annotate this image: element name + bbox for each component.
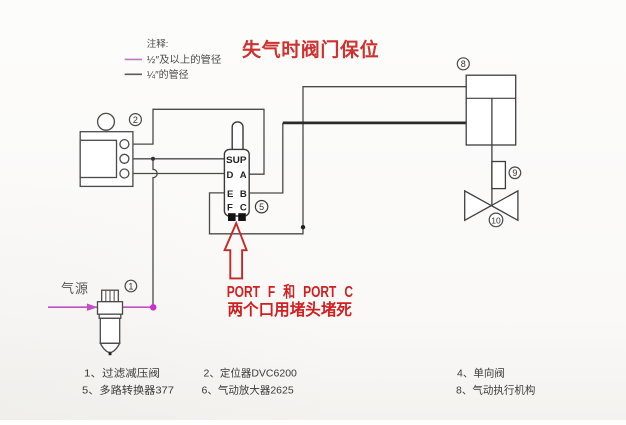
svg-text:6、气动放大器2625: 6、气动放大器2625 xyxy=(202,383,294,396)
svg-text:¼″的管径: ¼″的管径 xyxy=(147,68,189,81)
svg-text:两个口用堵头堵死: 两个口用堵头堵死 xyxy=(228,300,353,319)
svg-text:1: 1 xyxy=(128,281,133,291)
svg-text:B: B xyxy=(240,189,247,200)
svg-text:C: C xyxy=(240,202,247,213)
svg-text:注释:: 注释: xyxy=(147,38,169,50)
svg-text:8、气动执行机构: 8、气动执行机构 xyxy=(456,383,535,396)
svg-text:2: 2 xyxy=(133,115,138,125)
svg-text:5: 5 xyxy=(259,202,264,212)
svg-text:失气时阀门保位: 失气时阀门保位 xyxy=(242,38,379,61)
svg-text:SUP: SUP xyxy=(226,155,247,166)
svg-text:E: E xyxy=(227,189,233,200)
svg-text:8: 8 xyxy=(461,59,466,69)
svg-text:气源: 气源 xyxy=(61,281,89,296)
svg-text:10: 10 xyxy=(491,215,501,225)
svg-text:5、多路转换器377: 5、多路转换器377 xyxy=(82,383,174,396)
svg-text:1、过滤减压阀: 1、过滤减压阀 xyxy=(84,366,160,379)
svg-text:½″及以上的管径: ½″及以上的管径 xyxy=(147,53,222,66)
svg-text:2、定位器DVC6200: 2、定位器DVC6200 xyxy=(204,366,298,379)
svg-text:PORT F 和 PORT C: PORT F 和 PORT C xyxy=(227,283,353,301)
svg-text:D: D xyxy=(227,170,234,181)
svg-text:9: 9 xyxy=(512,168,517,178)
svg-text:F: F xyxy=(227,202,233,213)
svg-text:A: A xyxy=(240,170,247,181)
svg-text:4、单向阀: 4、单向阀 xyxy=(457,366,505,379)
